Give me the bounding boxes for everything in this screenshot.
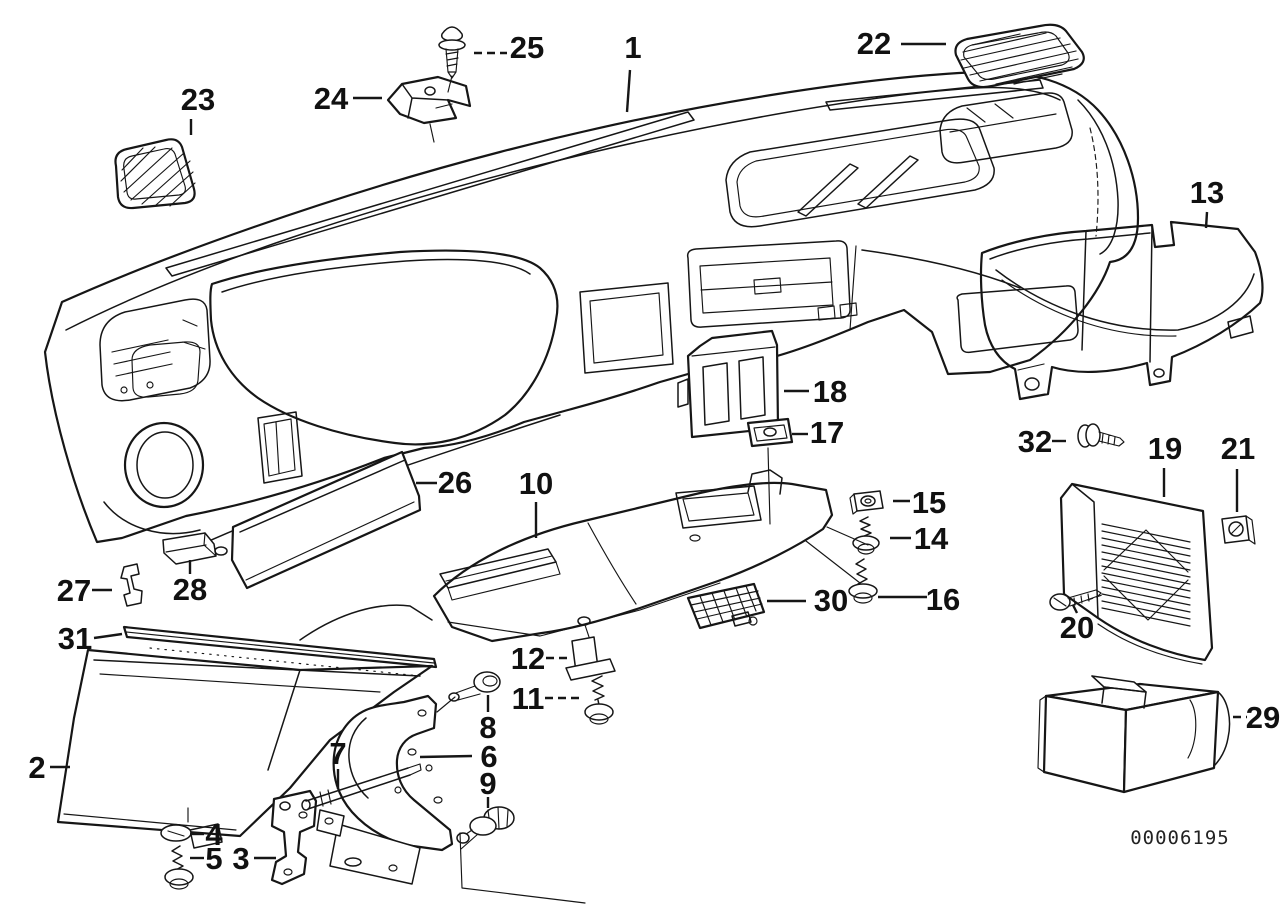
part-11-screw-drawing bbox=[584, 675, 614, 725]
part-callout-22[interactable]: 22 bbox=[857, 26, 891, 61]
part-callout-19[interactable]: 19 bbox=[1148, 431, 1182, 466]
part-callout-2[interactable]: 2 bbox=[28, 750, 45, 785]
part-callout-25[interactable]: 25 bbox=[510, 30, 544, 65]
part-callout-31[interactable]: 31 bbox=[58, 621, 92, 656]
part-26-trim-panel-drawing bbox=[230, 450, 422, 590]
part-callout-7[interactable]: 7 bbox=[329, 736, 346, 771]
part-7-rod-drawing bbox=[301, 763, 422, 811]
part-18-center-bracket-drawing bbox=[677, 329, 780, 439]
part-callout-24[interactable]: 24 bbox=[314, 81, 349, 116]
part-callout-29[interactable]: 29 bbox=[1246, 700, 1280, 735]
part-2-lower-panel-drawing bbox=[56, 604, 434, 849]
part-callout-20[interactable]: 20 bbox=[1060, 610, 1094, 645]
part-callout-15[interactable]: 15 bbox=[912, 485, 946, 520]
part-callout-18[interactable]: 18 bbox=[813, 374, 847, 409]
part-callout-28[interactable]: 28 bbox=[173, 572, 207, 607]
part-25-screw-drawing bbox=[438, 26, 466, 79]
part-callout-27[interactable]: 27 bbox=[57, 573, 91, 608]
part-16-screw-drawing bbox=[848, 558, 878, 604]
part-callout-3[interactable]: 3 bbox=[232, 841, 249, 876]
diagram-artwork bbox=[43, 23, 1264, 904]
part-callout-12[interactable]: 12 bbox=[511, 641, 545, 676]
part-31-trim-strip-drawing bbox=[122, 625, 438, 677]
part-callout-11[interactable]: 11 bbox=[512, 681, 545, 716]
part-callout-16[interactable]: 16 bbox=[926, 582, 960, 617]
leader-line-13 bbox=[1204, 211, 1209, 229]
leader-line-31 bbox=[93, 632, 123, 640]
part-4-washer-drawing bbox=[160, 823, 192, 842]
part-callout-30[interactable]: 30 bbox=[814, 583, 848, 618]
part-29-housing-drawing bbox=[1037, 675, 1231, 794]
part-callout-14[interactable]: 14 bbox=[914, 521, 949, 556]
part-24-bracket-drawing bbox=[386, 75, 472, 125]
part-17-clip-drawing bbox=[746, 417, 794, 448]
part-callout-26[interactable]: 26 bbox=[438, 465, 472, 500]
part-23-speaker-grille-drawing bbox=[114, 138, 196, 210]
part-callout-17[interactable]: 17 bbox=[810, 415, 844, 450]
part-callout-10[interactable]: 10 bbox=[519, 466, 553, 501]
part-15-nut-drawing bbox=[849, 490, 884, 515]
part-callout-1[interactable]: 1 bbox=[624, 30, 641, 65]
part-12-clip-drawing bbox=[565, 636, 616, 681]
leader-line-1 bbox=[625, 69, 632, 113]
figure-number: 00006195 bbox=[1130, 827, 1230, 849]
part-10-lower-center-trim-drawing bbox=[432, 469, 834, 643]
part-32-rivet-drawing bbox=[1077, 423, 1125, 448]
leader-line-20 bbox=[1071, 604, 1079, 614]
part-27-clip-drawing bbox=[120, 563, 143, 607]
part-callout-21[interactable]: 21 bbox=[1221, 431, 1255, 466]
part-callout-32[interactable]: 32 bbox=[1018, 424, 1052, 459]
part-callout-13[interactable]: 13 bbox=[1190, 175, 1224, 210]
part-19-side-panel-drawing bbox=[1059, 482, 1214, 665]
part-callout-6[interactable]: 6 bbox=[480, 739, 497, 774]
part-20-screw-drawing bbox=[1049, 589, 1102, 611]
part-13-right-cover-drawing bbox=[979, 220, 1264, 401]
part-22-speaker-grille-drawing bbox=[954, 23, 1085, 89]
leader-line-6 bbox=[419, 754, 473, 759]
part-3-bracket-drawing bbox=[270, 789, 318, 886]
part-callout-23[interactable]: 23 bbox=[181, 82, 215, 117]
part-8-bolt-drawing bbox=[448, 671, 501, 702]
part-9-bolt-drawing bbox=[456, 806, 515, 844]
part-callout-4[interactable]: 4 bbox=[205, 817, 223, 852]
part-callout-9[interactable]: 9 bbox=[479, 766, 496, 801]
part-callout-8[interactable]: 8 bbox=[479, 710, 496, 745]
part-28-block-drawing bbox=[162, 532, 228, 565]
construction-lines bbox=[187, 75, 1103, 904]
part-5-screw-drawing bbox=[164, 845, 194, 890]
part-21-clip-nut-drawing bbox=[1221, 515, 1256, 545]
part-30-vent-grille-drawing bbox=[686, 582, 766, 630]
part-callout-5[interactable]: 5 bbox=[205, 841, 222, 876]
part-1-instrument-panel-drawing bbox=[43, 70, 1140, 546]
part-14-screw-drawing bbox=[852, 516, 880, 555]
